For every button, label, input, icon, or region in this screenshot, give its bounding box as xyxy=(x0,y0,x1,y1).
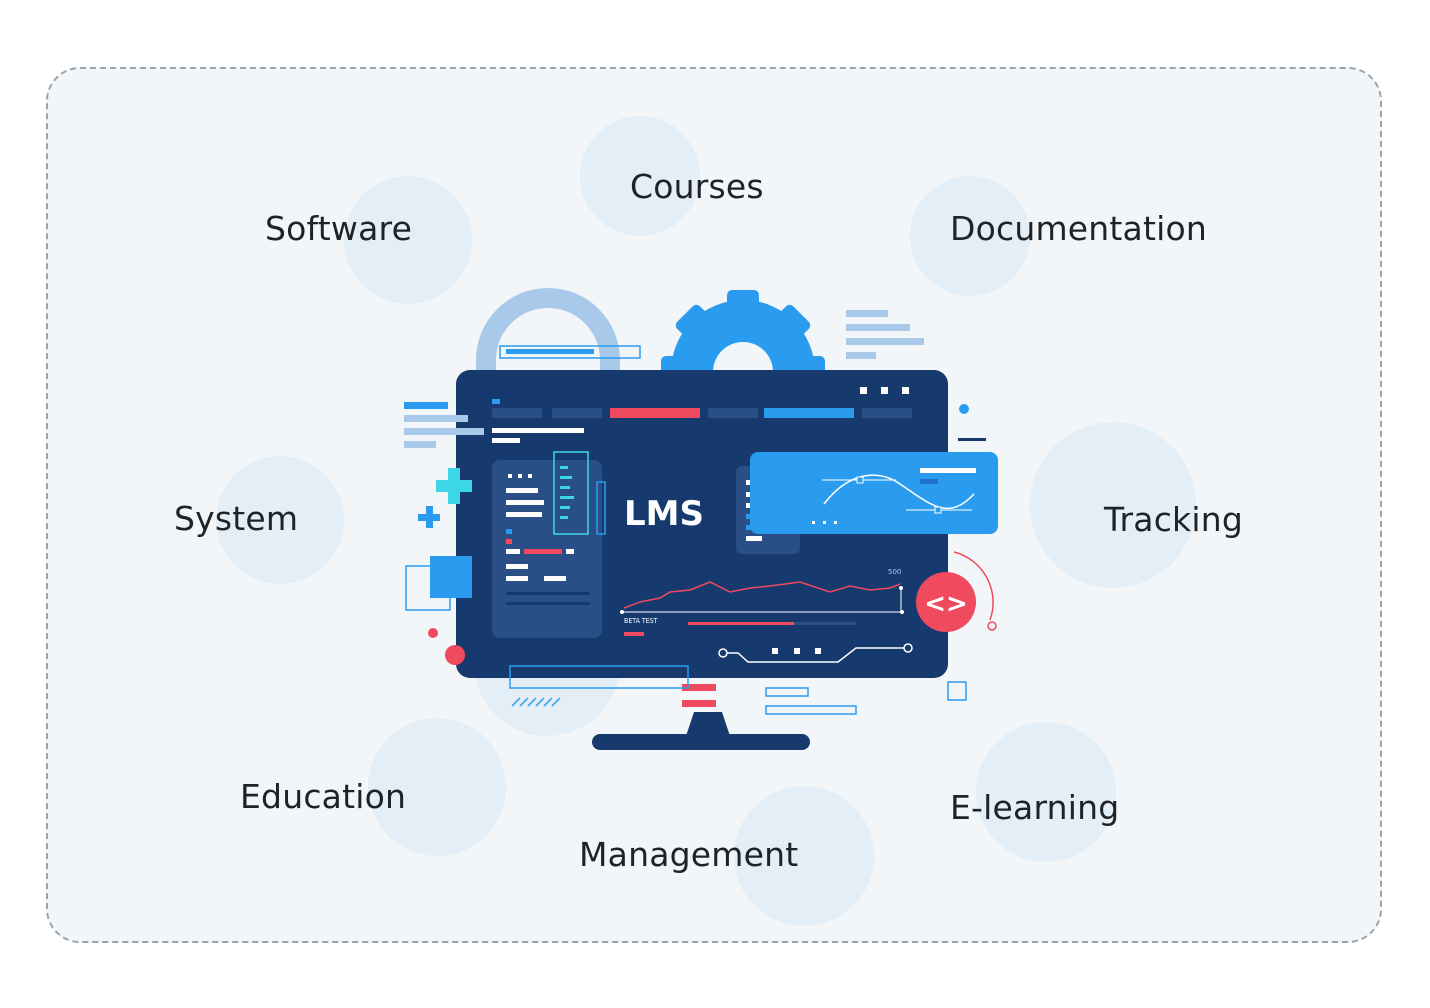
screen-title: LMS xyxy=(624,494,704,534)
screen-curve-card xyxy=(750,452,998,534)
chart-max-label: 500 xyxy=(888,568,901,576)
term-management: Management xyxy=(579,835,799,874)
screen-side-panel xyxy=(492,451,606,638)
floating-lines-left xyxy=(404,402,484,448)
screen-line-chart: BETA TEST 500 xyxy=(620,568,904,636)
term-tracking: Tracking xyxy=(1104,500,1243,539)
padlock-icon xyxy=(476,288,620,372)
bubble-system xyxy=(216,456,344,584)
term-courses: Courses xyxy=(630,167,764,206)
bubble-education xyxy=(368,718,506,856)
small-plus-icon xyxy=(418,506,440,528)
code-badge-text: <> xyxy=(924,589,968,619)
window-dots xyxy=(860,387,909,394)
term-software: Software xyxy=(265,209,413,248)
floating-lines-top xyxy=(846,310,924,359)
bubble-documentation xyxy=(910,176,1030,296)
bubble-courses xyxy=(580,116,700,236)
chart-caption: BETA TEST xyxy=(624,617,658,625)
term-system: System xyxy=(174,499,299,538)
code-icon: <> xyxy=(916,551,997,632)
hatch-lines xyxy=(511,697,561,707)
bubble-elearning xyxy=(976,722,1116,862)
bubble-management xyxy=(734,786,874,926)
term-elearning: E-learning xyxy=(950,788,1120,827)
bubble-software xyxy=(344,176,472,304)
screen-tab-bar xyxy=(492,399,912,443)
plus-icon xyxy=(436,468,472,504)
bubble-tracking xyxy=(1030,422,1196,588)
term-documentation: Documentation xyxy=(950,209,1207,248)
screen-circuit-line xyxy=(718,643,913,663)
monitor-stand xyxy=(592,684,810,750)
term-education: Education xyxy=(240,777,407,816)
